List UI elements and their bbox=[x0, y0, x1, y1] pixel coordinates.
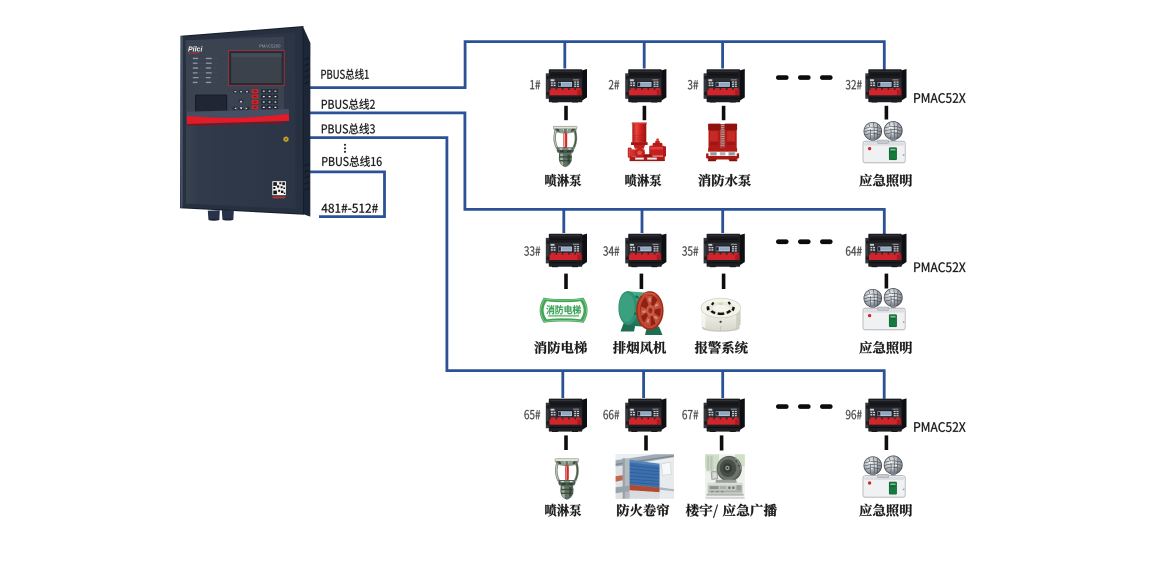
svg-text:Pilci: Pilci bbox=[188, 47, 203, 54]
svg-text:PMAC5200: PMAC5200 bbox=[259, 43, 281, 48]
